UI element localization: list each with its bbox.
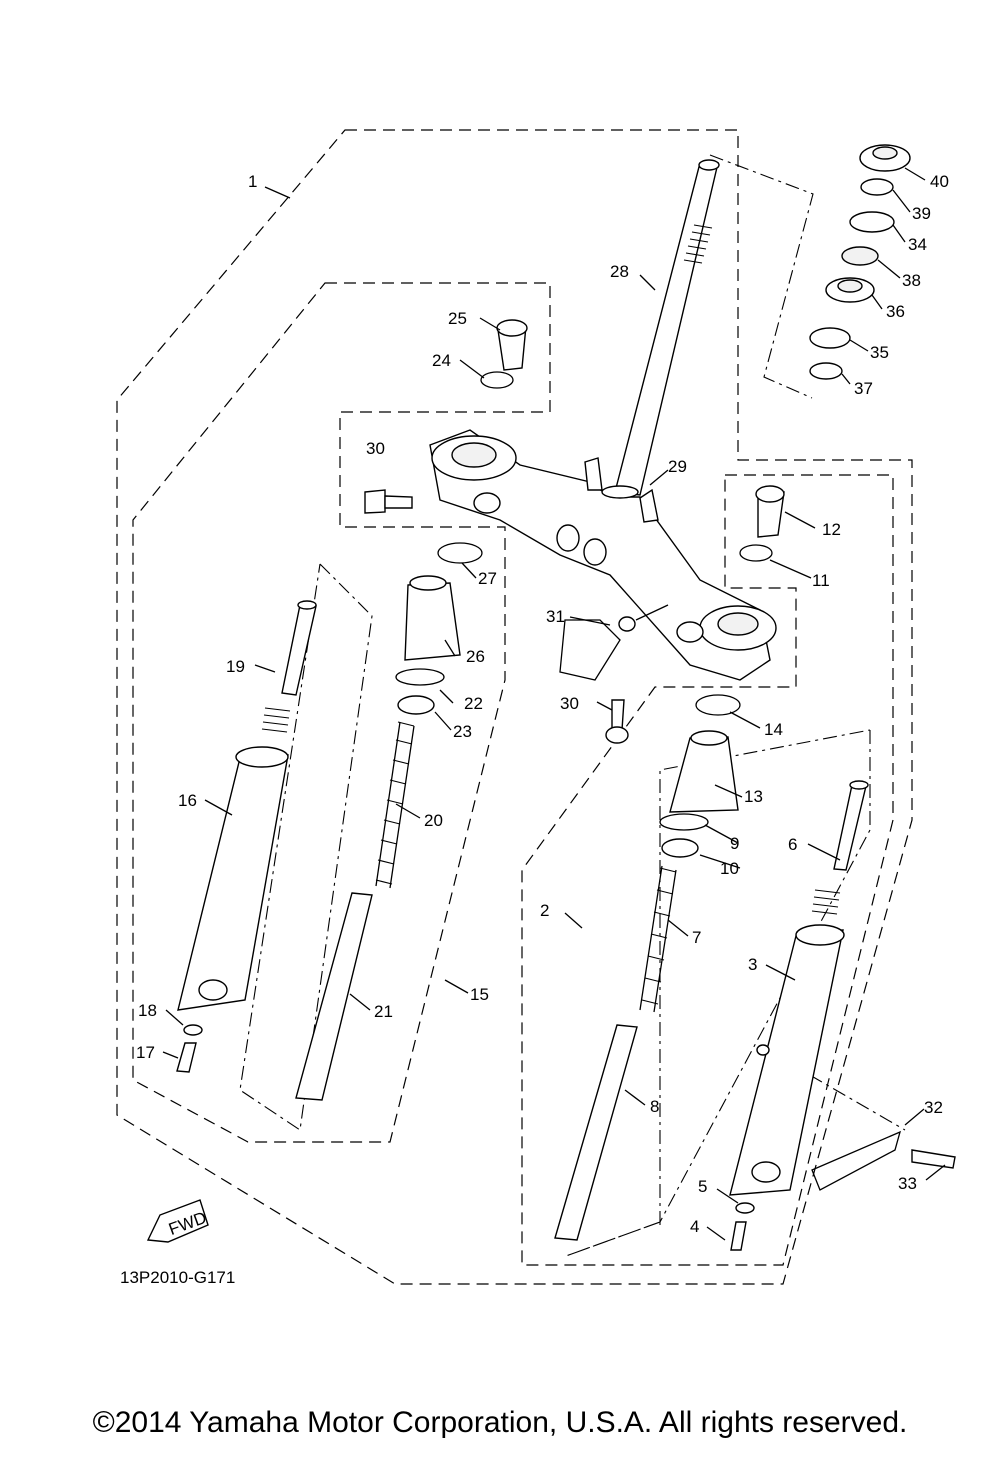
- callout-8: 8: [650, 1097, 659, 1116]
- callout-28: 28: [610, 262, 629, 281]
- assembly-boundary-2: [521, 474, 894, 1266]
- callout-18: 18: [138, 1001, 157, 1020]
- copyright-notice: ©2014 Yamaha Motor Corporation, U.S.A. A…: [92, 1406, 908, 1439]
- fwd-arrow: FWD: [146, 1199, 209, 1243]
- bracket-31-and-bolt-30-lower: [559, 604, 669, 744]
- right-fork-top-parts: [739, 485, 785, 562]
- alignment-line-left-rod: [239, 563, 373, 1131]
- callout-27: 27: [478, 569, 497, 588]
- callout-23: 23: [453, 722, 472, 741]
- callout-13: 13: [744, 787, 763, 806]
- alignment-line-stem: [709, 154, 814, 399]
- callout-20: 20: [424, 811, 443, 830]
- callout-19: 19: [226, 657, 245, 676]
- callout-30-upper: 30: [366, 439, 385, 458]
- callout-9: 9: [730, 834, 739, 853]
- callout-4: 4: [690, 1217, 699, 1236]
- callout-38: 38: [902, 271, 921, 290]
- callout-21: 21: [374, 1002, 393, 1021]
- callout-10: 10: [720, 859, 739, 878]
- callout-37: 37: [854, 379, 873, 398]
- callout-5: 5: [698, 1177, 707, 1196]
- steering-stem: [614, 159, 720, 496]
- callout-39: 39: [912, 204, 931, 223]
- left-fork-top-parts: [480, 319, 528, 389]
- callout-36: 36: [886, 302, 905, 321]
- callout-40: 40: [930, 172, 949, 191]
- callout-16: 16: [178, 791, 197, 810]
- callout-14: 14: [764, 720, 783, 739]
- callout-22: 22: [464, 694, 483, 713]
- callout-6: 6: [788, 835, 797, 854]
- callout-labels: 1 2 3 4 5 6 7 8 9 10 11 12 13 14 15 16 1…: [136, 172, 949, 1236]
- callout-31: 31: [546, 607, 565, 626]
- callout-35: 35: [870, 343, 889, 362]
- callout-11: 11: [812, 571, 830, 590]
- assembly-boundary-15: [132, 282, 551, 1143]
- callout-7: 7: [692, 928, 701, 947]
- assembly-boundary-1: [116, 129, 913, 1285]
- callout-29: 29: [668, 457, 687, 476]
- callout-33: 33: [898, 1174, 917, 1193]
- callout-34: 34: [908, 235, 927, 254]
- alignment-line-right-tube: [659, 729, 871, 1225]
- drawing-code: 13P2010-G171: [120, 1268, 235, 1287]
- bearing-stack: [809, 144, 911, 380]
- bolt-30-upper: [364, 489, 413, 514]
- left-fork-tube-parts: [176, 600, 317, 1073]
- callout-3: 3: [748, 955, 757, 974]
- callout-15: 15: [470, 985, 489, 1004]
- right-fork-tube-parts: [729, 780, 956, 1251]
- leader-lines: [162, 167, 946, 1241]
- callout-26: 26: [466, 647, 485, 666]
- callout-2: 2: [540, 901, 549, 920]
- right-fork-parts: [554, 694, 741, 1241]
- callout-12: 12: [822, 520, 841, 539]
- callout-30-lower: 30: [560, 694, 579, 713]
- callout-25: 25: [448, 309, 467, 328]
- callout-1: 1: [248, 172, 257, 191]
- callout-32: 32: [924, 1098, 943, 1117]
- under-bracket: [429, 429, 777, 681]
- callout-24: 24: [432, 351, 451, 370]
- callout-17: 17: [136, 1043, 155, 1062]
